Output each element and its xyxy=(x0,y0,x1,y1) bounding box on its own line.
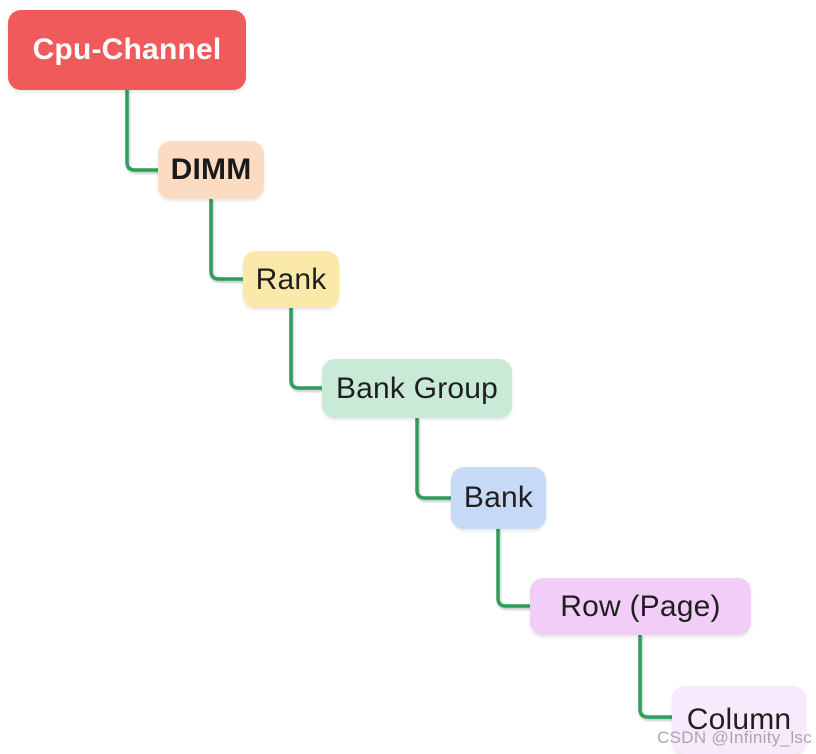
node-bank-label: Bank xyxy=(463,481,534,514)
node-row-page-label: Row (Page) xyxy=(560,589,721,623)
connector-rank-bank-group xyxy=(289,306,324,390)
node-cpu-channel[interactable]: Cpu-Channel xyxy=(8,10,246,90)
node-column-label: Column xyxy=(686,703,792,736)
connector-cpu-channel-dimm xyxy=(125,88,160,172)
node-row-page[interactable]: Row (Page) xyxy=(530,578,751,635)
node-bank[interactable]: Bank xyxy=(451,467,546,529)
connector-dimm-rank xyxy=(209,197,245,281)
node-bank-group-label: Bank Group xyxy=(335,371,499,405)
node-column[interactable]: Column xyxy=(672,686,806,754)
connector-bank-row-page xyxy=(496,527,532,608)
node-bank-group[interactable]: Bank Group xyxy=(322,359,512,418)
node-dimm[interactable]: DIMM xyxy=(158,141,264,199)
node-rank-label: Rank xyxy=(255,262,327,296)
connector-row-page-column xyxy=(638,633,674,719)
connector-bank-group-bank xyxy=(415,416,453,500)
node-dimm-label: DIMM xyxy=(170,153,252,186)
node-rank[interactable]: Rank xyxy=(243,251,339,308)
node-cpu-channel-label: Cpu-Channel xyxy=(32,33,222,66)
